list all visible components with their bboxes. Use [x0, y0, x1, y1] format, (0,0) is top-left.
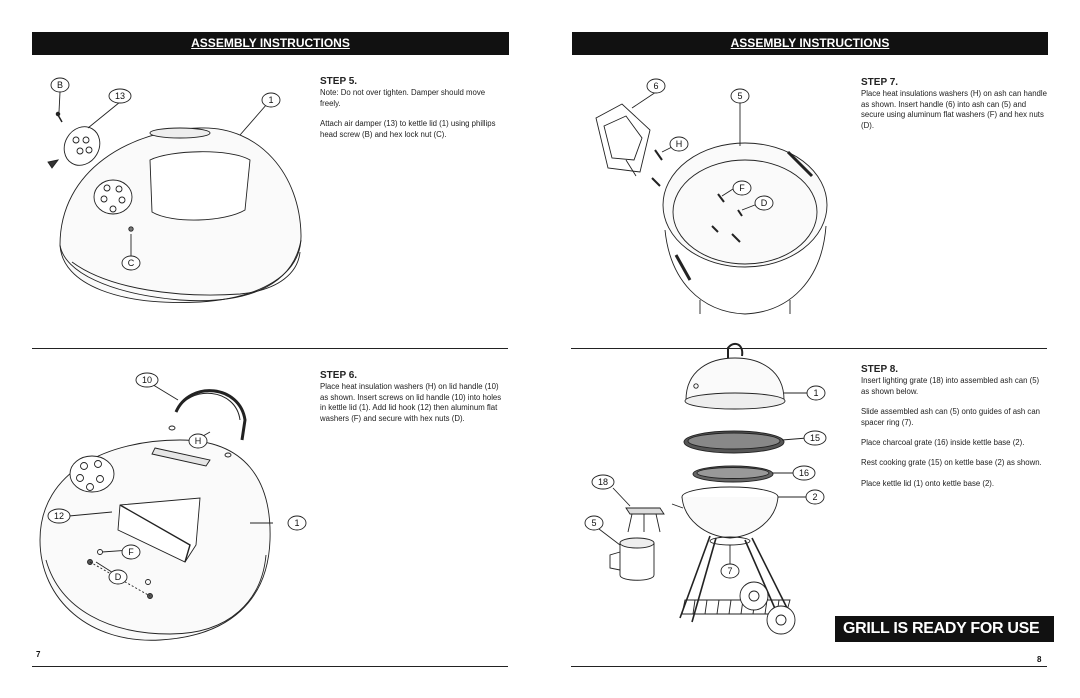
callout-label: 5: [591, 518, 596, 528]
step7-title: STEP 7.: [861, 77, 899, 88]
left-bottom-divider: [32, 666, 508, 667]
callout-label: B: [57, 80, 63, 90]
callout-label: 18: [598, 477, 608, 487]
step8-paragraph: Place kettle lid (1) onto kettle base (2…: [861, 478, 995, 488]
step8-title: STEP 8.: [861, 364, 899, 375]
step8-paragraph: Insert lighting grate (18) into assemble…: [861, 376, 1040, 396]
callout-label: D: [115, 572, 122, 582]
callout-label: 6: [653, 81, 658, 91]
step5-instructions: STEP 5. Note: Do not over tighten. Dampe…: [320, 76, 506, 150]
callout-label: 16: [799, 468, 809, 478]
step8-paragraph: Place charcoal grate (16) inside kettle …: [861, 438, 1025, 448]
callout-label: C: [128, 258, 135, 268]
right-middle-divider: [571, 348, 1047, 349]
step5-title: STEP 5.: [320, 76, 358, 87]
callout-label: 10: [142, 375, 152, 385]
left-middle-divider: [32, 348, 508, 349]
step8-instructions: STEP 8. Insert lighting grate (18) into …: [861, 364, 1047, 499]
callout-label: 15: [810, 433, 820, 443]
left-section-header: ASSEMBLY INSTRUCTIONS: [32, 32, 509, 55]
step6-paragraph: Place heat insulation washers (H) on lid…: [320, 382, 502, 423]
right-page-number: 8: [1037, 655, 1042, 664]
callout-label: 1: [268, 95, 273, 105]
callout-label: 12: [54, 511, 64, 521]
step7-instructions: STEP 7. Place heat insulations washers (…: [861, 77, 1051, 141]
step8-paragraph: Rest cooking grate (15) on kettle base (…: [861, 458, 1042, 468]
step8-paragraph: Slide assembled ash can (5) onto guides …: [861, 407, 1041, 427]
right-bottom-divider: [571, 666, 1047, 667]
callout-label: 7: [727, 566, 732, 576]
callout-label: 2: [812, 492, 817, 502]
step6-title: STEP 6.: [320, 370, 358, 381]
callout-label: F: [128, 547, 134, 557]
left-page-number: 7: [36, 650, 41, 659]
callout-label: F: [739, 183, 745, 193]
step5-paragraph: Attach air damper (13) to kettle lid (1)…: [320, 119, 496, 139]
callout-label: H: [195, 436, 202, 446]
step7-paragraph: Place heat insulations washers (H) on as…: [861, 89, 1047, 130]
callout-b: [50, 77, 70, 93]
step6-instructions: STEP 6. Place heat insulation washers (H…: [320, 370, 506, 434]
callout-label: 1: [294, 518, 299, 528]
step5-paragraph: Note: Do not over tighten. Damper should…: [320, 88, 486, 108]
callout-label: 13: [115, 91, 125, 101]
callout-label: D: [761, 198, 768, 208]
right-section-header: ASSEMBLY INSTRUCTIONS: [572, 32, 1048, 55]
grill-ready-banner: GRILL IS READY FOR USE: [835, 616, 1054, 642]
callout-label: H: [676, 139, 683, 149]
callout-label: 1: [813, 388, 818, 398]
callout-label: 5: [737, 91, 742, 101]
